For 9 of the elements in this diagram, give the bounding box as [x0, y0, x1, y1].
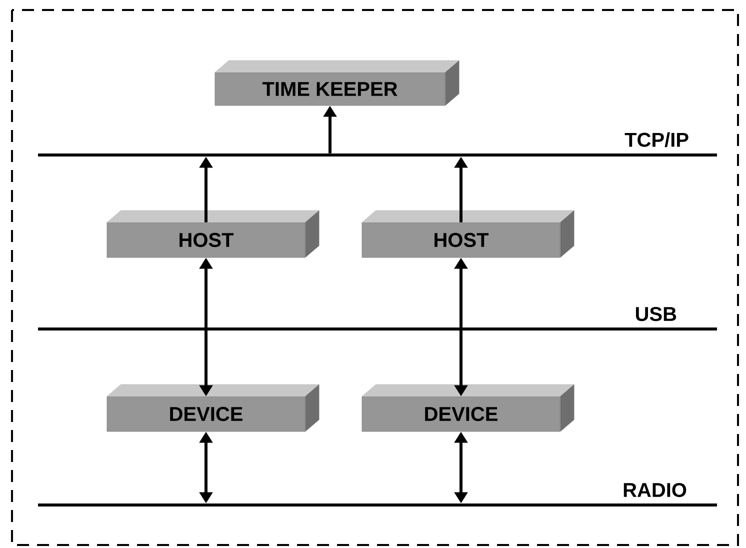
box-3d: DEVICE: [106, 384, 320, 432]
bus-label: USB: [636, 306, 676, 322]
box-3d: HOST: [362, 210, 574, 258]
bus-label: RADIO: [624, 482, 686, 498]
box-3d: DEVICE: [362, 384, 574, 432]
bus-label: TCP/IP: [624, 132, 688, 148]
box-3d: TIME KEEPER: [214, 60, 460, 106]
bus-line: [38, 328, 717, 330]
box-3d: HOST: [106, 210, 320, 258]
